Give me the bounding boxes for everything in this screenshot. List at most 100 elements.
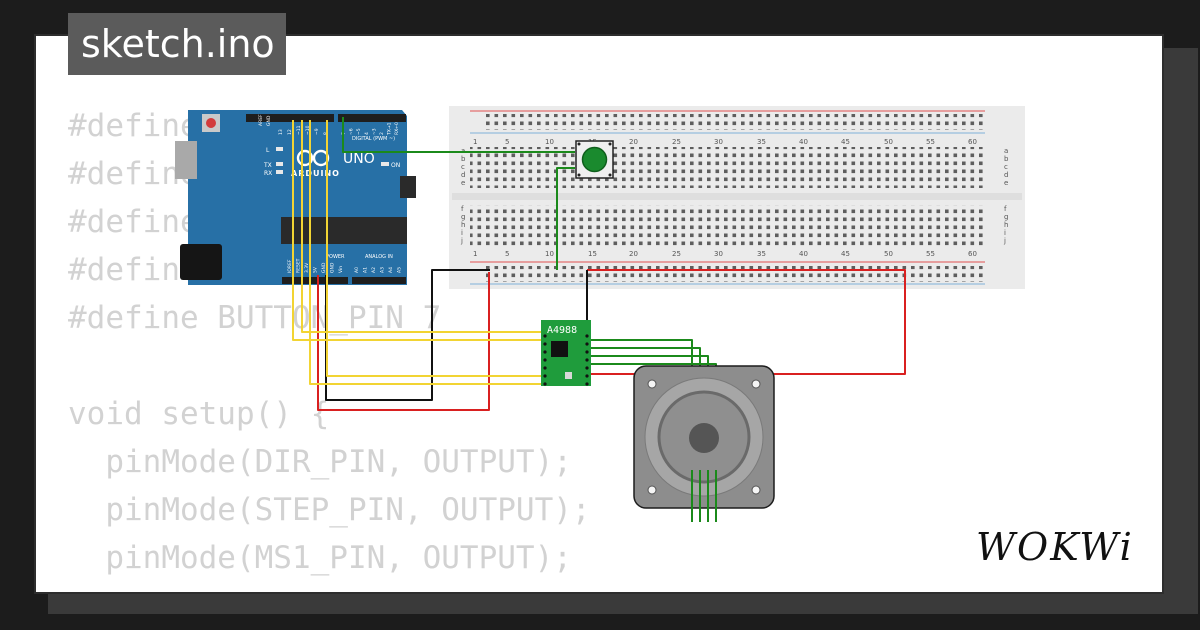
column-number: 10: [545, 138, 554, 146]
row-letter: i: [461, 229, 463, 237]
motor-screw: [751, 485, 761, 495]
arduino-uno[interactable]: UNO ARDUINO DIGITAL (PWM ~) POWER ANALOG…: [175, 110, 416, 285]
digital-header-right: [338, 114, 406, 122]
power-label: POWER: [326, 254, 345, 260]
atmega-chip: [281, 217, 407, 244]
digital-pin-label: RX←0: [394, 122, 400, 135]
digital-pin-label: ~5: [356, 128, 362, 135]
wire-button-green: [342, 117, 575, 153]
reset-button[interactable]: [206, 118, 216, 128]
column-number: 55: [926, 250, 935, 258]
pushbutton[interactable]: [575, 140, 614, 179]
power-pin-label: IOREF: [287, 259, 293, 273]
column-number: 5: [505, 138, 509, 146]
code-line: pinMode(STEP_PIN, OUTPUT);: [68, 492, 591, 528]
row-letter: d: [1004, 171, 1008, 179]
board-brand: ARDUINO: [291, 169, 340, 178]
analog-pin-label: A3: [380, 267, 386, 273]
code-line: #define: [68, 252, 199, 288]
column-number: 60: [968, 250, 977, 258]
row-letter: a: [1004, 147, 1008, 155]
top-power-rail-holes: [485, 114, 985, 130]
wokwi-logo: WOKWi: [976, 525, 1134, 569]
digital-pin-label: ~10: [305, 125, 311, 135]
a4988-driver[interactable]: A4988: [541, 320, 591, 386]
row-letter: h: [461, 221, 465, 229]
row-letter: f: [1004, 205, 1007, 213]
stepper-motor[interactable]: [633, 365, 775, 522]
sketch-title[interactable]: sketch.ino: [68, 13, 286, 75]
column-number: 60: [968, 138, 977, 146]
motor-screw: [751, 379, 761, 389]
digital-pin-label: 4: [364, 132, 370, 135]
usb-port: [175, 141, 197, 179]
column-number: 1: [473, 138, 477, 146]
motor-screw: [647, 485, 657, 495]
row-letter: g: [1004, 213, 1008, 221]
led-tx: [276, 162, 283, 166]
column-number: 15: [588, 250, 597, 258]
column-number: 50: [884, 250, 893, 258]
row-letter: j: [460, 237, 463, 245]
column-number: 1: [473, 250, 477, 258]
column-number: 50: [884, 138, 893, 146]
row-letter: i: [1004, 229, 1006, 237]
on-label: ON: [391, 162, 400, 169]
driver-label: A4988: [547, 325, 577, 336]
column-number: 20: [629, 250, 638, 258]
icsp-header: [400, 176, 416, 198]
pushbutton-cap[interactable]: [581, 146, 608, 173]
column-number: 35: [757, 250, 766, 258]
power-header: [282, 277, 348, 284]
analog-header: [352, 277, 406, 284]
row-letter: h: [1004, 221, 1008, 229]
power-pin-label: GND: [330, 262, 336, 273]
wokwi-logo-text: WOKWi: [976, 525, 1134, 569]
led-l-label: L: [266, 147, 270, 154]
wire-yellow-1: [292, 120, 544, 341]
power-pin-label: 3.3V: [304, 262, 310, 273]
led-rx: [276, 170, 283, 174]
led-l: [276, 147, 283, 151]
row-letter: g: [461, 213, 465, 221]
analog-pin-label: A1: [363, 267, 369, 273]
center-channel: [452, 193, 1022, 200]
power-jack: [180, 244, 222, 280]
wire-gnd-black: [325, 269, 490, 401]
column-number: 20: [629, 138, 638, 146]
row-letter: c: [461, 163, 465, 171]
column-number: 40: [799, 250, 808, 258]
breadboard[interactable]: 1155101015152020252530303535404045455050…: [449, 106, 1025, 289]
digital-pin-label: TX→1: [387, 122, 393, 136]
digital-pin-label: ~6: [349, 128, 355, 135]
wire-yellow-3: [309, 120, 544, 385]
column-number: 5: [505, 250, 509, 258]
digital-pin-label: ~3: [371, 128, 377, 135]
power-pin-label: Vin: [338, 266, 344, 273]
analog-pin-label: A4: [388, 267, 394, 273]
driver-potentiometer: [565, 372, 572, 379]
on-led: [381, 162, 389, 166]
wire-yellow-2: [301, 120, 544, 333]
digital-pin-label: 12: [287, 129, 293, 135]
analog-pin-label: A2: [371, 267, 377, 273]
column-number: 35: [757, 138, 766, 146]
row-letter: e: [461, 179, 465, 187]
driver-chip: [551, 341, 568, 357]
column-number: 40: [799, 138, 808, 146]
column-number: 45: [841, 250, 850, 258]
digital-pin-label: 2: [379, 132, 385, 135]
board-model: UNO: [343, 151, 375, 167]
digital-header-left: [246, 114, 334, 122]
analog-pin-label: A0: [354, 267, 360, 273]
row-letter: b: [1004, 155, 1009, 163]
column-number: 30: [714, 138, 723, 146]
column-number: 25: [672, 250, 681, 258]
power-pin-label: RESET: [296, 258, 302, 273]
motor-screw: [647, 379, 657, 389]
digital-pin-label: ~11: [296, 125, 302, 135]
